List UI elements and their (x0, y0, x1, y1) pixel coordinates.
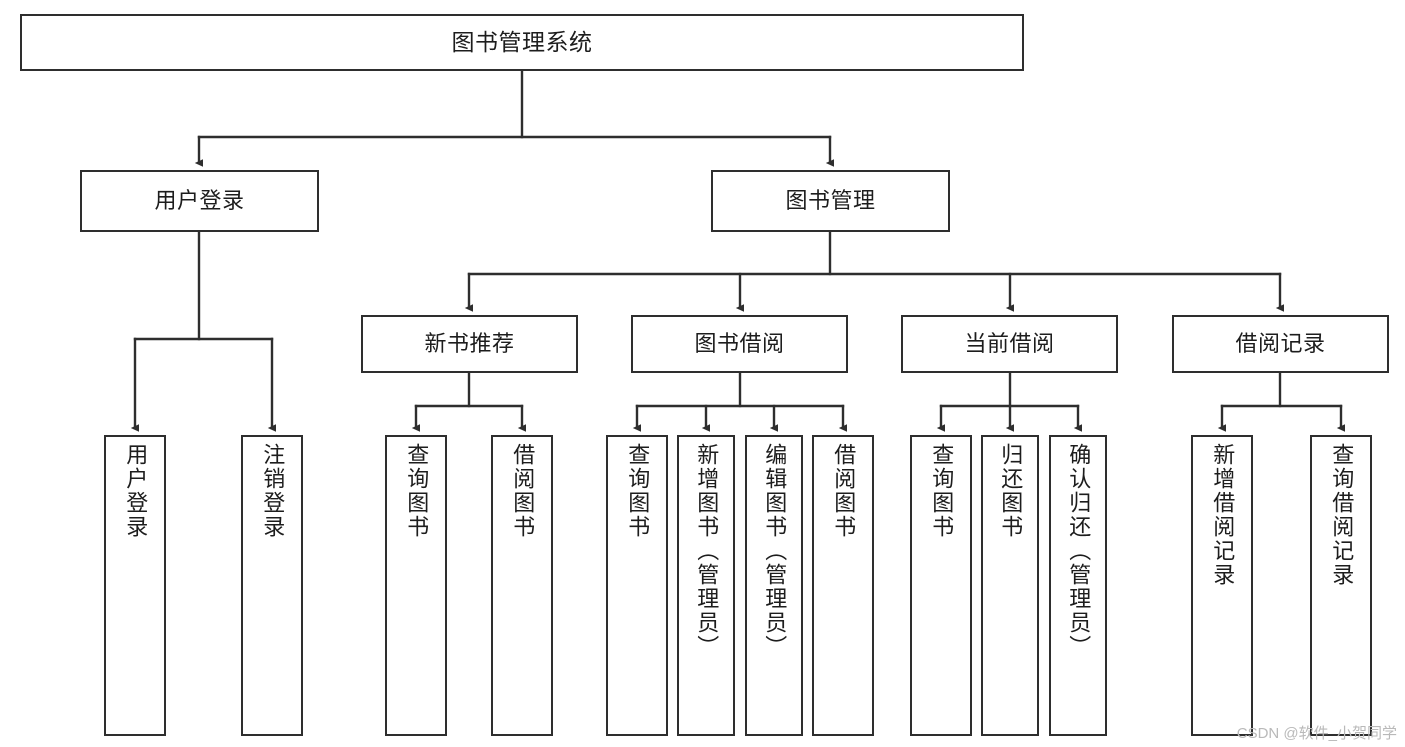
node-book-management[interactable]: 图书管理 (711, 170, 950, 232)
leaf-user-login[interactable]: 用户登录 (104, 435, 166, 736)
leaf-confirm-return-admin[interactable]: 确认归还（管理员） (1049, 435, 1107, 736)
node-new-book-recommend[interactable]: 新书推荐 (361, 315, 578, 373)
leaf-query-book-borrow[interactable]: 查询图书 (606, 435, 668, 736)
node-label: 图书借阅 (694, 331, 785, 357)
node-book-borrow[interactable]: 图书借阅 (631, 315, 848, 373)
leaf-add-borrow-record[interactable]: 新增借阅记录 (1191, 435, 1253, 736)
node-label: 新书推荐 (424, 331, 515, 357)
leaf-query-book-current[interactable]: 查询图书 (910, 435, 972, 736)
leaf-return-book[interactable]: 归还图书 (981, 435, 1039, 736)
node-label: 查询图书 (929, 443, 955, 539)
node-label: 借阅图书 (831, 443, 857, 539)
node-current-borrow[interactable]: 当前借阅 (901, 315, 1118, 373)
node-label: 新增图书（管理员） (694, 443, 720, 659)
node-label: 用户登录 (154, 188, 245, 214)
node-label: 查询借阅记录 (1329, 443, 1355, 587)
node-label: 确认归还（管理员） (1066, 443, 1092, 659)
node-label: 新增借阅记录 (1210, 443, 1236, 587)
leaf-edit-book-admin[interactable]: 编辑图书（管理员） (745, 435, 803, 736)
node-label: 用户登录 (123, 443, 149, 539)
leaf-borrow-book-recommend[interactable]: 借阅图书 (491, 435, 553, 736)
node-label: 归还图书 (998, 443, 1024, 539)
watermark: CSDN @软件_小贺同学 (1236, 725, 1397, 742)
node-label: 图书管理 (785, 188, 876, 214)
node-label: 图书管理系统 (451, 28, 593, 55)
node-user-login[interactable]: 用户登录 (80, 170, 319, 232)
node-label: 编辑图书（管理员） (762, 443, 788, 659)
node-label: 查询图书 (625, 443, 651, 539)
node-label: 注销登录 (260, 443, 286, 539)
node-label: 当前借阅 (964, 331, 1055, 357)
leaf-user-logout[interactable]: 注销登录 (241, 435, 303, 736)
leaf-query-borrow-record[interactable]: 查询借阅记录 (1310, 435, 1372, 736)
node-label: 借阅图书 (510, 443, 536, 539)
leaf-add-book-admin[interactable]: 新增图书（管理员） (677, 435, 735, 736)
node-label: 借阅记录 (1235, 331, 1326, 357)
leaf-borrow-book-borrow[interactable]: 借阅图书 (812, 435, 874, 736)
node-root-book-management-system[interactable]: 图书管理系统 (20, 14, 1024, 71)
leaf-query-book-recommend[interactable]: 查询图书 (385, 435, 447, 736)
node-borrow-record[interactable]: 借阅记录 (1172, 315, 1389, 373)
node-label: 查询图书 (404, 443, 430, 539)
